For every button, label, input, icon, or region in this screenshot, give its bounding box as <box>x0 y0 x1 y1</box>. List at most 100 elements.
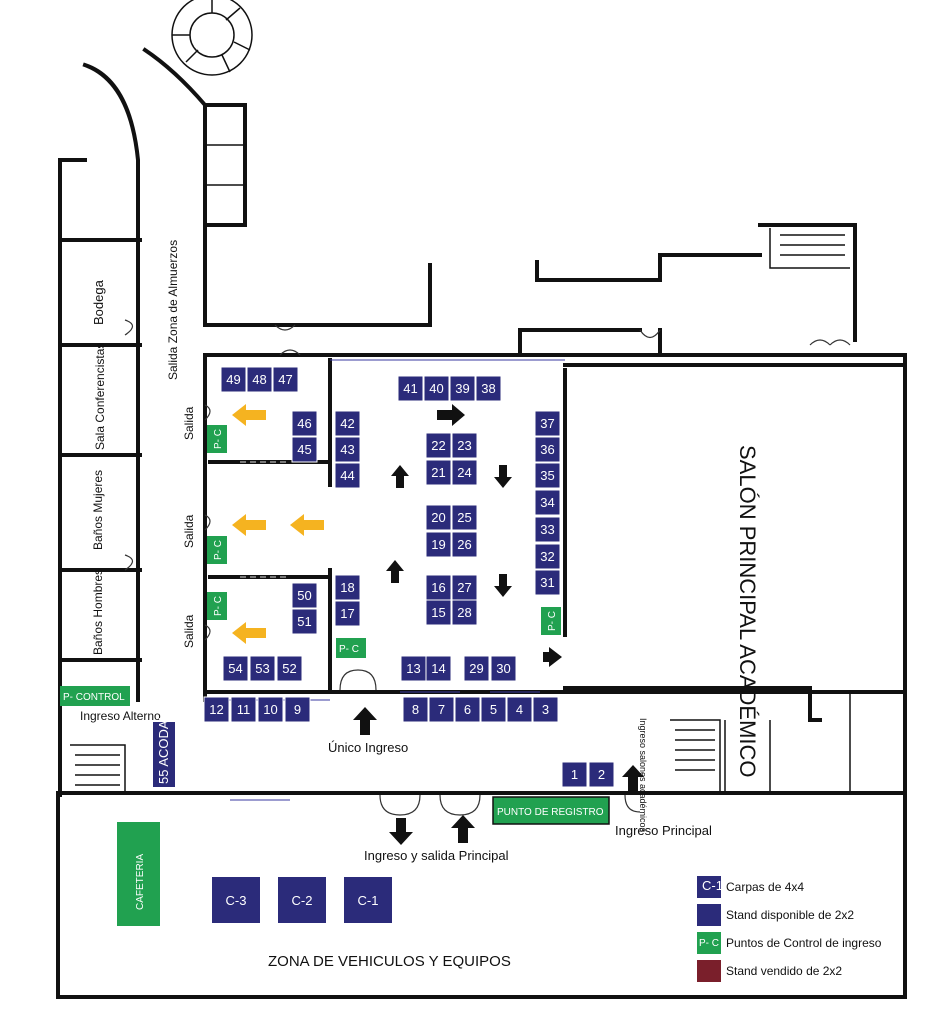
stand-51[interactable]: 51 <box>291 608 318 635</box>
stand-10[interactable]: 10 <box>257 696 284 723</box>
stand-box[interactable] <box>534 410 561 437</box>
stand-44[interactable]: 44 <box>334 462 361 489</box>
stand-box[interactable] <box>291 582 318 609</box>
carpa-box[interactable] <box>278 877 326 923</box>
stand-box[interactable] <box>402 696 429 723</box>
stand-40[interactable]: 40 <box>423 375 450 402</box>
stand-box[interactable] <box>475 375 502 402</box>
stand-box[interactable] <box>451 574 478 601</box>
stand-box[interactable] <box>334 574 361 601</box>
stand-box[interactable] <box>220 366 247 393</box>
stand-26[interactable]: 26 <box>451 531 478 558</box>
stand-box[interactable] <box>428 696 455 723</box>
stand-box[interactable] <box>451 459 478 486</box>
stand-box[interactable] <box>534 436 561 463</box>
stand-box[interactable] <box>425 599 452 626</box>
stand-box[interactable] <box>222 655 249 682</box>
stand-3[interactable]: 3 <box>532 696 559 723</box>
stand-4[interactable]: 4 <box>506 696 533 723</box>
stand-box[interactable] <box>272 366 299 393</box>
stand-8[interactable]: 8 <box>402 696 429 723</box>
stand-box[interactable] <box>534 489 561 516</box>
carpa-c-3[interactable]: C-3 <box>212 877 260 923</box>
stand-31[interactable]: 31 <box>534 569 561 596</box>
stand-50[interactable]: 50 <box>291 582 318 609</box>
stand-box[interactable] <box>534 516 561 543</box>
acodal-stand[interactable]: 55 ACODAL <box>153 713 175 787</box>
stand-box[interactable] <box>425 574 452 601</box>
stand-box[interactable] <box>449 375 476 402</box>
stand-25[interactable]: 25 <box>451 504 478 531</box>
stand-18[interactable]: 18 <box>334 574 361 601</box>
stand-box[interactable] <box>291 608 318 635</box>
stand-21[interactable]: 21 <box>425 459 452 486</box>
stand-box[interactable] <box>284 696 311 723</box>
stand-33[interactable]: 33 <box>534 516 561 543</box>
stand-43[interactable]: 43 <box>334 436 361 463</box>
stand-36[interactable]: 36 <box>534 436 561 463</box>
stand-16[interactable]: 16 <box>425 574 452 601</box>
stand-box[interactable] <box>203 696 230 723</box>
stand-23[interactable]: 23 <box>451 432 478 459</box>
stand-22[interactable]: 22 <box>425 432 452 459</box>
stand-box[interactable] <box>334 600 361 627</box>
stand-box[interactable] <box>454 696 481 723</box>
carpa-c-1[interactable]: C-1 <box>344 877 392 923</box>
stand-box[interactable] <box>451 432 478 459</box>
stand-box[interactable] <box>534 569 561 596</box>
stand-32[interactable]: 32 <box>534 543 561 570</box>
stand-34[interactable]: 34 <box>534 489 561 516</box>
stand-9[interactable]: 9 <box>284 696 311 723</box>
stand-box[interactable] <box>334 462 361 489</box>
carpa-box[interactable] <box>344 877 392 923</box>
stand-box[interactable] <box>230 696 257 723</box>
stand-box[interactable] <box>246 366 273 393</box>
stand-1[interactable]: 1 <box>561 761 588 788</box>
stand-24[interactable]: 24 <box>451 459 478 486</box>
stand-box[interactable] <box>532 696 559 723</box>
stand-box[interactable] <box>534 462 561 489</box>
stand-37[interactable]: 37 <box>534 410 561 437</box>
stand-box[interactable] <box>425 432 452 459</box>
stand-box[interactable] <box>425 504 452 531</box>
stand-box[interactable] <box>291 436 318 463</box>
stand-12[interactable]: 12 <box>203 696 230 723</box>
stand-54[interactable]: 54 <box>222 655 249 682</box>
stand-box[interactable] <box>249 655 276 682</box>
stand-box[interactable] <box>425 459 452 486</box>
stand-7[interactable]: 7 <box>428 696 455 723</box>
stand-box[interactable] <box>490 655 517 682</box>
stand-box[interactable] <box>506 696 533 723</box>
stand-box[interactable] <box>451 599 478 626</box>
stand-box[interactable] <box>588 761 615 788</box>
stand-2[interactable]: 2 <box>588 761 615 788</box>
stand-20[interactable]: 20 <box>425 504 452 531</box>
stand-box[interactable] <box>463 655 490 682</box>
stand-27[interactable]: 27 <box>451 574 478 601</box>
stand-13[interactable]: 13 <box>400 655 427 682</box>
stand-41[interactable]: 41 <box>397 375 424 402</box>
stand-box[interactable] <box>451 531 478 558</box>
stand-6[interactable]: 6 <box>454 696 481 723</box>
stand-45[interactable]: 45 <box>291 436 318 463</box>
carpa-box[interactable] <box>212 877 260 923</box>
stand-15[interactable]: 15 <box>425 599 452 626</box>
stand-box[interactable] <box>425 655 452 682</box>
stand-box[interactable] <box>561 761 588 788</box>
stand-box[interactable] <box>480 696 507 723</box>
stand-39[interactable]: 39 <box>449 375 476 402</box>
stand-52[interactable]: 52 <box>276 655 303 682</box>
stand-48[interactable]: 48 <box>246 366 273 393</box>
stand-box[interactable] <box>423 375 450 402</box>
carpa-c-2[interactable]: C-2 <box>278 877 326 923</box>
stand-box[interactable] <box>257 696 284 723</box>
stand-53[interactable]: 53 <box>249 655 276 682</box>
stand-box[interactable] <box>451 504 478 531</box>
stand-17[interactable]: 17 <box>334 600 361 627</box>
stand-11[interactable]: 11 <box>230 696 257 723</box>
stand-49[interactable]: 49 <box>220 366 247 393</box>
stand-box[interactable] <box>397 375 424 402</box>
stand-5[interactable]: 5 <box>480 696 507 723</box>
stand-35[interactable]: 35 <box>534 462 561 489</box>
stand-box[interactable] <box>334 436 361 463</box>
